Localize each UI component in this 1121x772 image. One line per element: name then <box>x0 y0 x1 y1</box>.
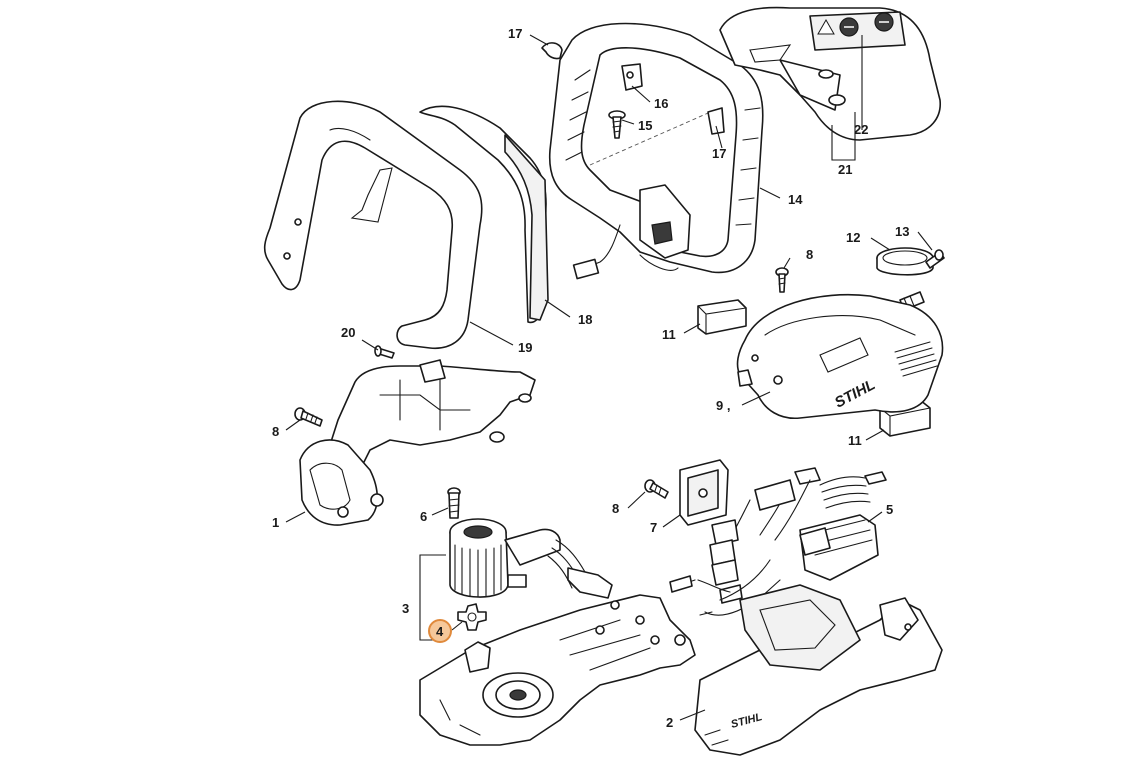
part-8-screw-left[interactable] <box>294 407 323 427</box>
part-17-clip-inner[interactable] <box>707 107 725 135</box>
callout-8-lower[interactable]: 8 <box>612 501 619 516</box>
part-17-clip-upper[interactable] <box>541 42 563 60</box>
callout-15[interactable]: 15 <box>638 118 652 133</box>
part-22-label-decal[interactable] <box>817 12 894 37</box>
part-14-handle-housing[interactable] <box>548 22 764 280</box>
callout-4[interactable]: 4 <box>436 624 444 639</box>
callout-13[interactable]: 13 <box>895 224 909 239</box>
part-12-bushing-ring[interactable] <box>876 247 934 276</box>
part-main-housing-shell[interactable] <box>419 594 696 746</box>
callout-12[interactable]: 12 <box>846 230 860 245</box>
part-9-motor-cover[interactable]: STIHL <box>736 293 944 420</box>
part-20-screw[interactable] <box>374 345 395 359</box>
callout-5[interactable]: 5 <box>886 502 893 517</box>
callout-6[interactable]: 6 <box>420 509 427 524</box>
part-8-screw-lower[interactable] <box>644 479 669 499</box>
callout-14[interactable]: 14 <box>788 192 803 207</box>
part-8-screw-upper-right[interactable] <box>775 267 789 293</box>
callout-20[interactable]: 20 <box>341 325 355 340</box>
callout-17-inner[interactable]: 17 <box>712 146 726 161</box>
callout-16[interactable]: 16 <box>654 96 668 111</box>
part-19-handle-frame[interactable] <box>263 100 483 349</box>
callout-17-top[interactable]: 17 <box>508 26 522 41</box>
callout-19[interactable]: 19 <box>518 340 532 355</box>
part-16-switch-bracket[interactable] <box>621 63 643 91</box>
part-6-screw[interactable] <box>447 487 461 519</box>
part-4-gear[interactable] <box>457 603 487 631</box>
leader-lines <box>285 34 933 721</box>
part-7-electronic-module[interactable] <box>679 459 729 526</box>
part-18-bumper-strip[interactable] <box>350 105 549 324</box>
callout-11-upper[interactable]: 11 <box>662 327 676 342</box>
part-2-side-cover[interactable]: STIHL <box>694 584 943 756</box>
part-5-wiring-harness[interactable] <box>669 467 887 616</box>
callout-2[interactable]: 2 <box>666 715 673 730</box>
part-3-motor[interactable] <box>449 518 613 599</box>
callout-3[interactable]: 3 <box>402 601 409 616</box>
part-15-screw[interactable] <box>608 110 626 139</box>
callout-11-lower[interactable]: 11 <box>848 433 862 448</box>
callout-1[interactable]: 1 <box>272 515 279 530</box>
callout-8-left[interactable]: 8 <box>272 424 279 439</box>
part-13-screw[interactable] <box>925 249 945 269</box>
callout-22[interactable]: 22 <box>854 122 868 137</box>
part-11-foam-pad-upper[interactable] <box>697 299 747 335</box>
callout-18[interactable]: 18 <box>578 312 592 327</box>
callout-labels: 17 16 15 17 14 22 21 12 13 8 11 9 , 11 1… <box>272 26 909 730</box>
callout-4-highlight-circle[interactable] <box>428 619 452 643</box>
callout-8-upper[interactable]: 8 <box>806 247 813 262</box>
callout-9[interactable]: 9 , <box>716 398 730 413</box>
callout-21[interactable]: 21 <box>838 162 852 177</box>
callout-7[interactable]: 7 <box>650 520 657 535</box>
part-1-handle-housing[interactable] <box>299 359 536 526</box>
